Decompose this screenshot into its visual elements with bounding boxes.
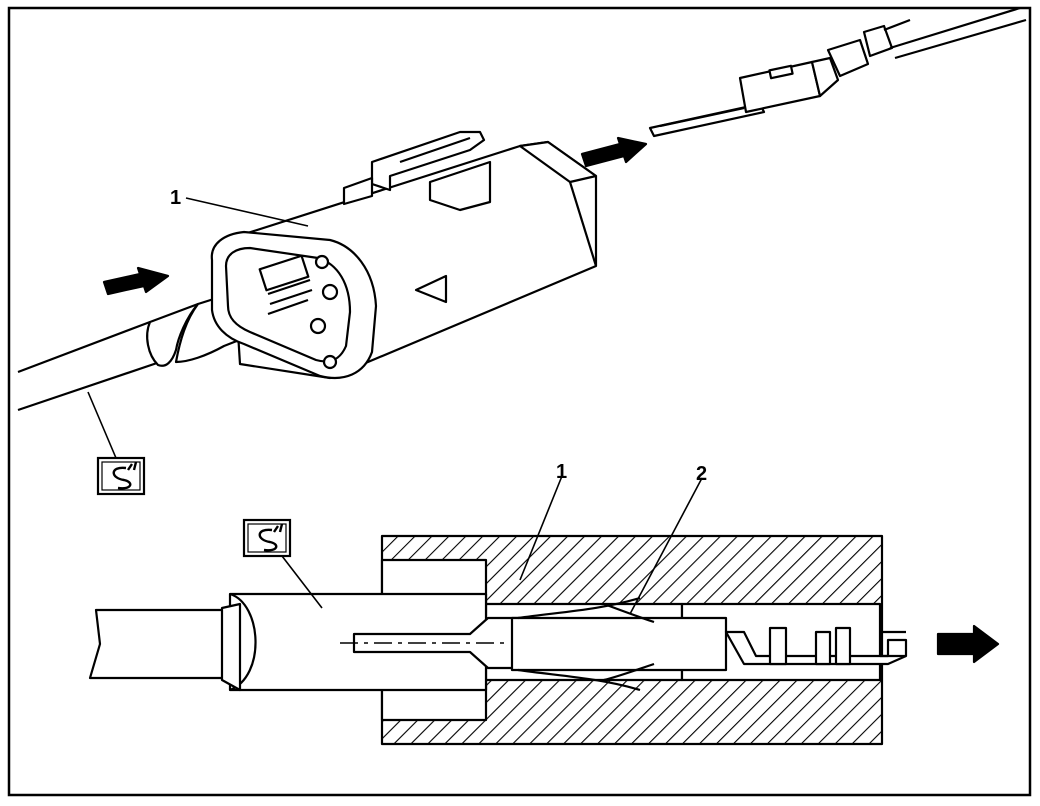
- direction-triangle-icon: [414, 274, 448, 304]
- terminal-section: [510, 596, 908, 692]
- latch-arm: [603, 602, 655, 682]
- insert-arrow-icon: [102, 266, 170, 296]
- terminal-top: [648, 6, 1027, 138]
- insert-arrow-right-icon: [580, 136, 648, 168]
- tool-symbol-bottom-icon: [242, 518, 292, 558]
- isometric-view: [17, 6, 1027, 412]
- callout-section-housing: 1: [556, 461, 567, 483]
- tool-symbol-top-icon: [87, 391, 146, 496]
- cable-left: [17, 320, 161, 412]
- pull-arrow-icon: [936, 624, 1000, 664]
- connector-face: [210, 230, 378, 380]
- callout-top-housing: 1: [170, 187, 181, 209]
- callout-section-latch: 2: [696, 463, 707, 485]
- section-view: [88, 475, 1000, 746]
